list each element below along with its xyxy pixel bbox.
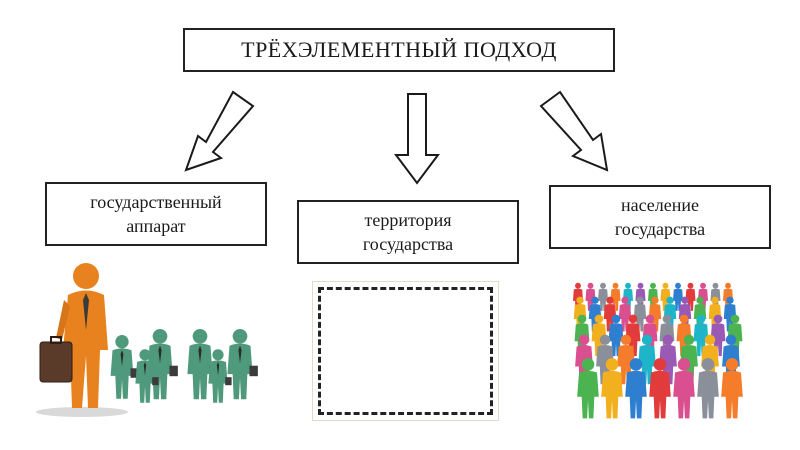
arrow-left <box>184 90 255 172</box>
crowd-person <box>577 358 599 419</box>
official-figure <box>135 349 155 403</box>
element-state-population: население государства <box>549 185 771 249</box>
briefcase-icon <box>249 365 258 377</box>
official-figure <box>147 328 173 400</box>
official-figure <box>208 349 228 403</box>
arrow-right <box>539 90 609 172</box>
element-label: государственный аппарат <box>90 191 222 236</box>
crowd-person <box>601 358 623 419</box>
briefcase-icon <box>152 377 159 386</box>
diagram-title: ТРЁХЭЛЕМЕНТНЫЙ ПОДХОД <box>183 28 615 72</box>
crowd-person <box>625 358 647 419</box>
crowd-person <box>721 358 743 419</box>
official-figure <box>227 328 253 400</box>
arrow-center <box>394 93 440 185</box>
diagram-title-text: ТРЁХЭЛЕМЕНТНЫЙ ПОДХОД <box>241 37 557 63</box>
briefcase-icon <box>130 368 139 378</box>
element-state-apparatus: государственный аппарат <box>45 182 267 246</box>
leader-figure <box>36 263 128 417</box>
crowd-person <box>697 358 719 419</box>
official-figure <box>110 335 134 399</box>
official-figure <box>187 328 213 400</box>
territory-dashed-border <box>318 287 493 415</box>
briefcase-icon <box>169 365 178 377</box>
element-label: население государства <box>614 194 706 239</box>
element-label: территория государства <box>362 209 454 254</box>
briefcase-icon <box>225 377 232 386</box>
territory-frame <box>312 281 499 421</box>
element-state-territory: территория государства <box>297 200 519 264</box>
crowd-person <box>649 358 671 419</box>
crowd-person <box>673 358 695 419</box>
